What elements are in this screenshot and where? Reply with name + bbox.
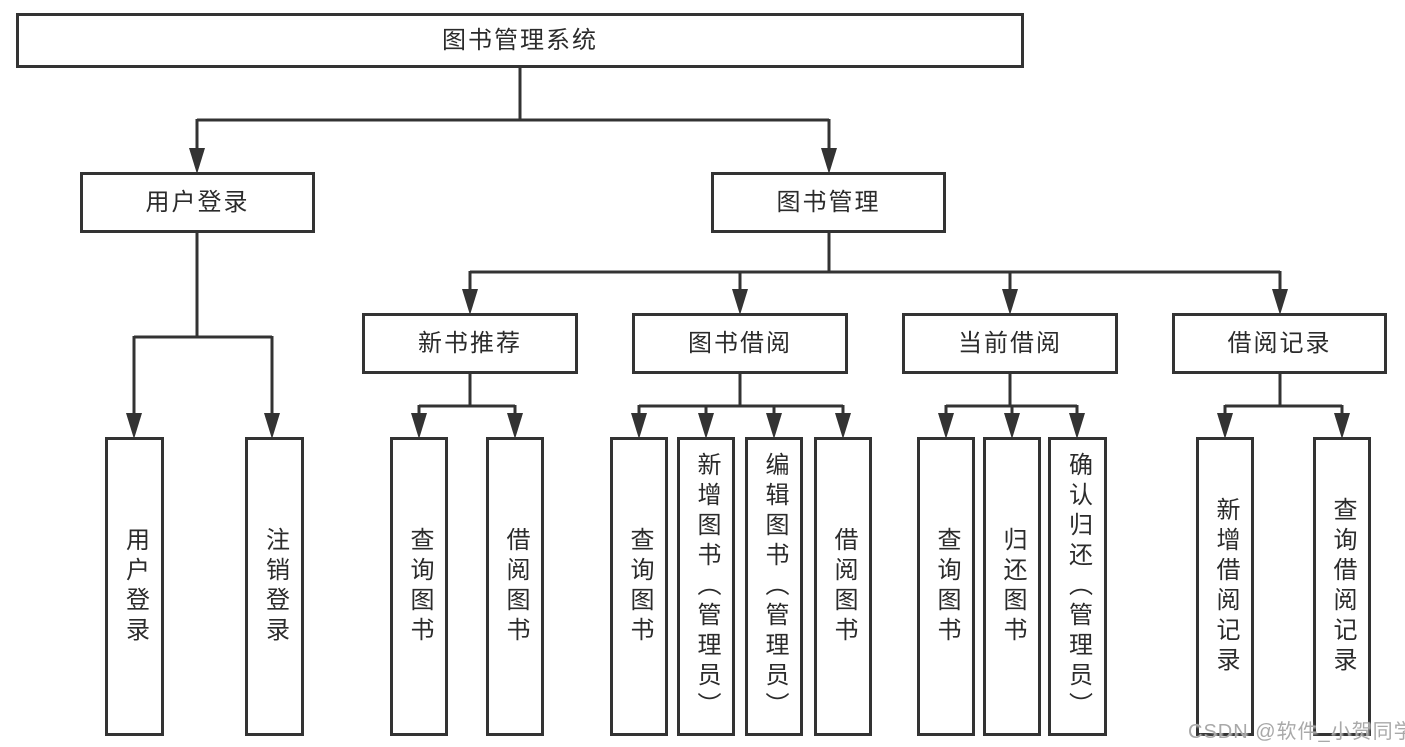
node-user-login: 用户登录 — [80, 172, 315, 233]
leaf-recommend-query-book: 查询图书 — [390, 437, 448, 736]
leaf-borrowing-add-book-admin: 新增图书（管理员） — [677, 437, 735, 736]
node-label: 查询图书 — [406, 526, 433, 647]
node-label: 查询借阅记录 — [1329, 496, 1356, 677]
csdn-watermark: CSDN @软件_小贺同学 — [1188, 721, 1405, 743]
node-label: 图书借阅 — [688, 329, 792, 357]
node-label: 确认归还（管理员） — [1064, 451, 1092, 722]
node-label: 图书管理 — [776, 188, 881, 216]
leaf-records-add-record: 新增借阅记录 — [1196, 437, 1254, 736]
node-label: 借阅图书 — [502, 526, 529, 647]
node-label: 当前借阅 — [958, 329, 1062, 357]
leaf-user-login: 用户登录 — [105, 437, 164, 736]
node-label: 编辑图书（管理员） — [761, 451, 788, 722]
node-label: 用户登录 — [145, 188, 250, 216]
node-label: 查询图书 — [933, 526, 960, 647]
leaf-borrowing-borrow-book: 借阅图书 — [814, 437, 872, 736]
node-borrowing-records: 借阅记录 — [1172, 313, 1387, 374]
node-label: 查询图书 — [626, 526, 653, 647]
leaf-current-confirm-return-admin: 确认归还（管理员） — [1048, 437, 1107, 736]
leaf-current-return-book: 归还图书 — [983, 437, 1041, 736]
node-label: 借阅图书 — [830, 526, 857, 647]
leaf-borrowing-edit-book-admin: 编辑图书（管理员） — [745, 437, 803, 736]
arrowheads — [126, 148, 1350, 439]
node-new-book-recommend: 新书推荐 — [362, 313, 578, 374]
leaf-current-query-book: 查询图书 — [917, 437, 975, 736]
leaf-logout: 注销登录 — [245, 437, 304, 736]
node-label: 新增图书（管理员） — [693, 451, 720, 722]
node-book-management: 图书管理 — [711, 172, 946, 233]
node-label: 新增借阅记录 — [1212, 496, 1239, 677]
node-label: 注销登录 — [261, 526, 289, 647]
leaf-recommend-borrow-book: 借阅图书 — [486, 437, 544, 736]
node-label: 新书推荐 — [418, 329, 522, 357]
node-current-borrowing: 当前借阅 — [902, 313, 1118, 374]
node-label: 图书管理系统 — [442, 26, 598, 54]
node-book-borrowing: 图书借阅 — [632, 313, 848, 374]
node-label: 用户登录 — [121, 526, 149, 647]
leaf-borrowing-query-book: 查询图书 — [610, 437, 668, 736]
node-label: 归还图书 — [999, 526, 1026, 647]
node-label: 借阅记录 — [1227, 329, 1332, 357]
leaf-records-query-record: 查询借阅记录 — [1313, 437, 1371, 736]
node-book-management-system: 图书管理系统 — [16, 13, 1024, 68]
